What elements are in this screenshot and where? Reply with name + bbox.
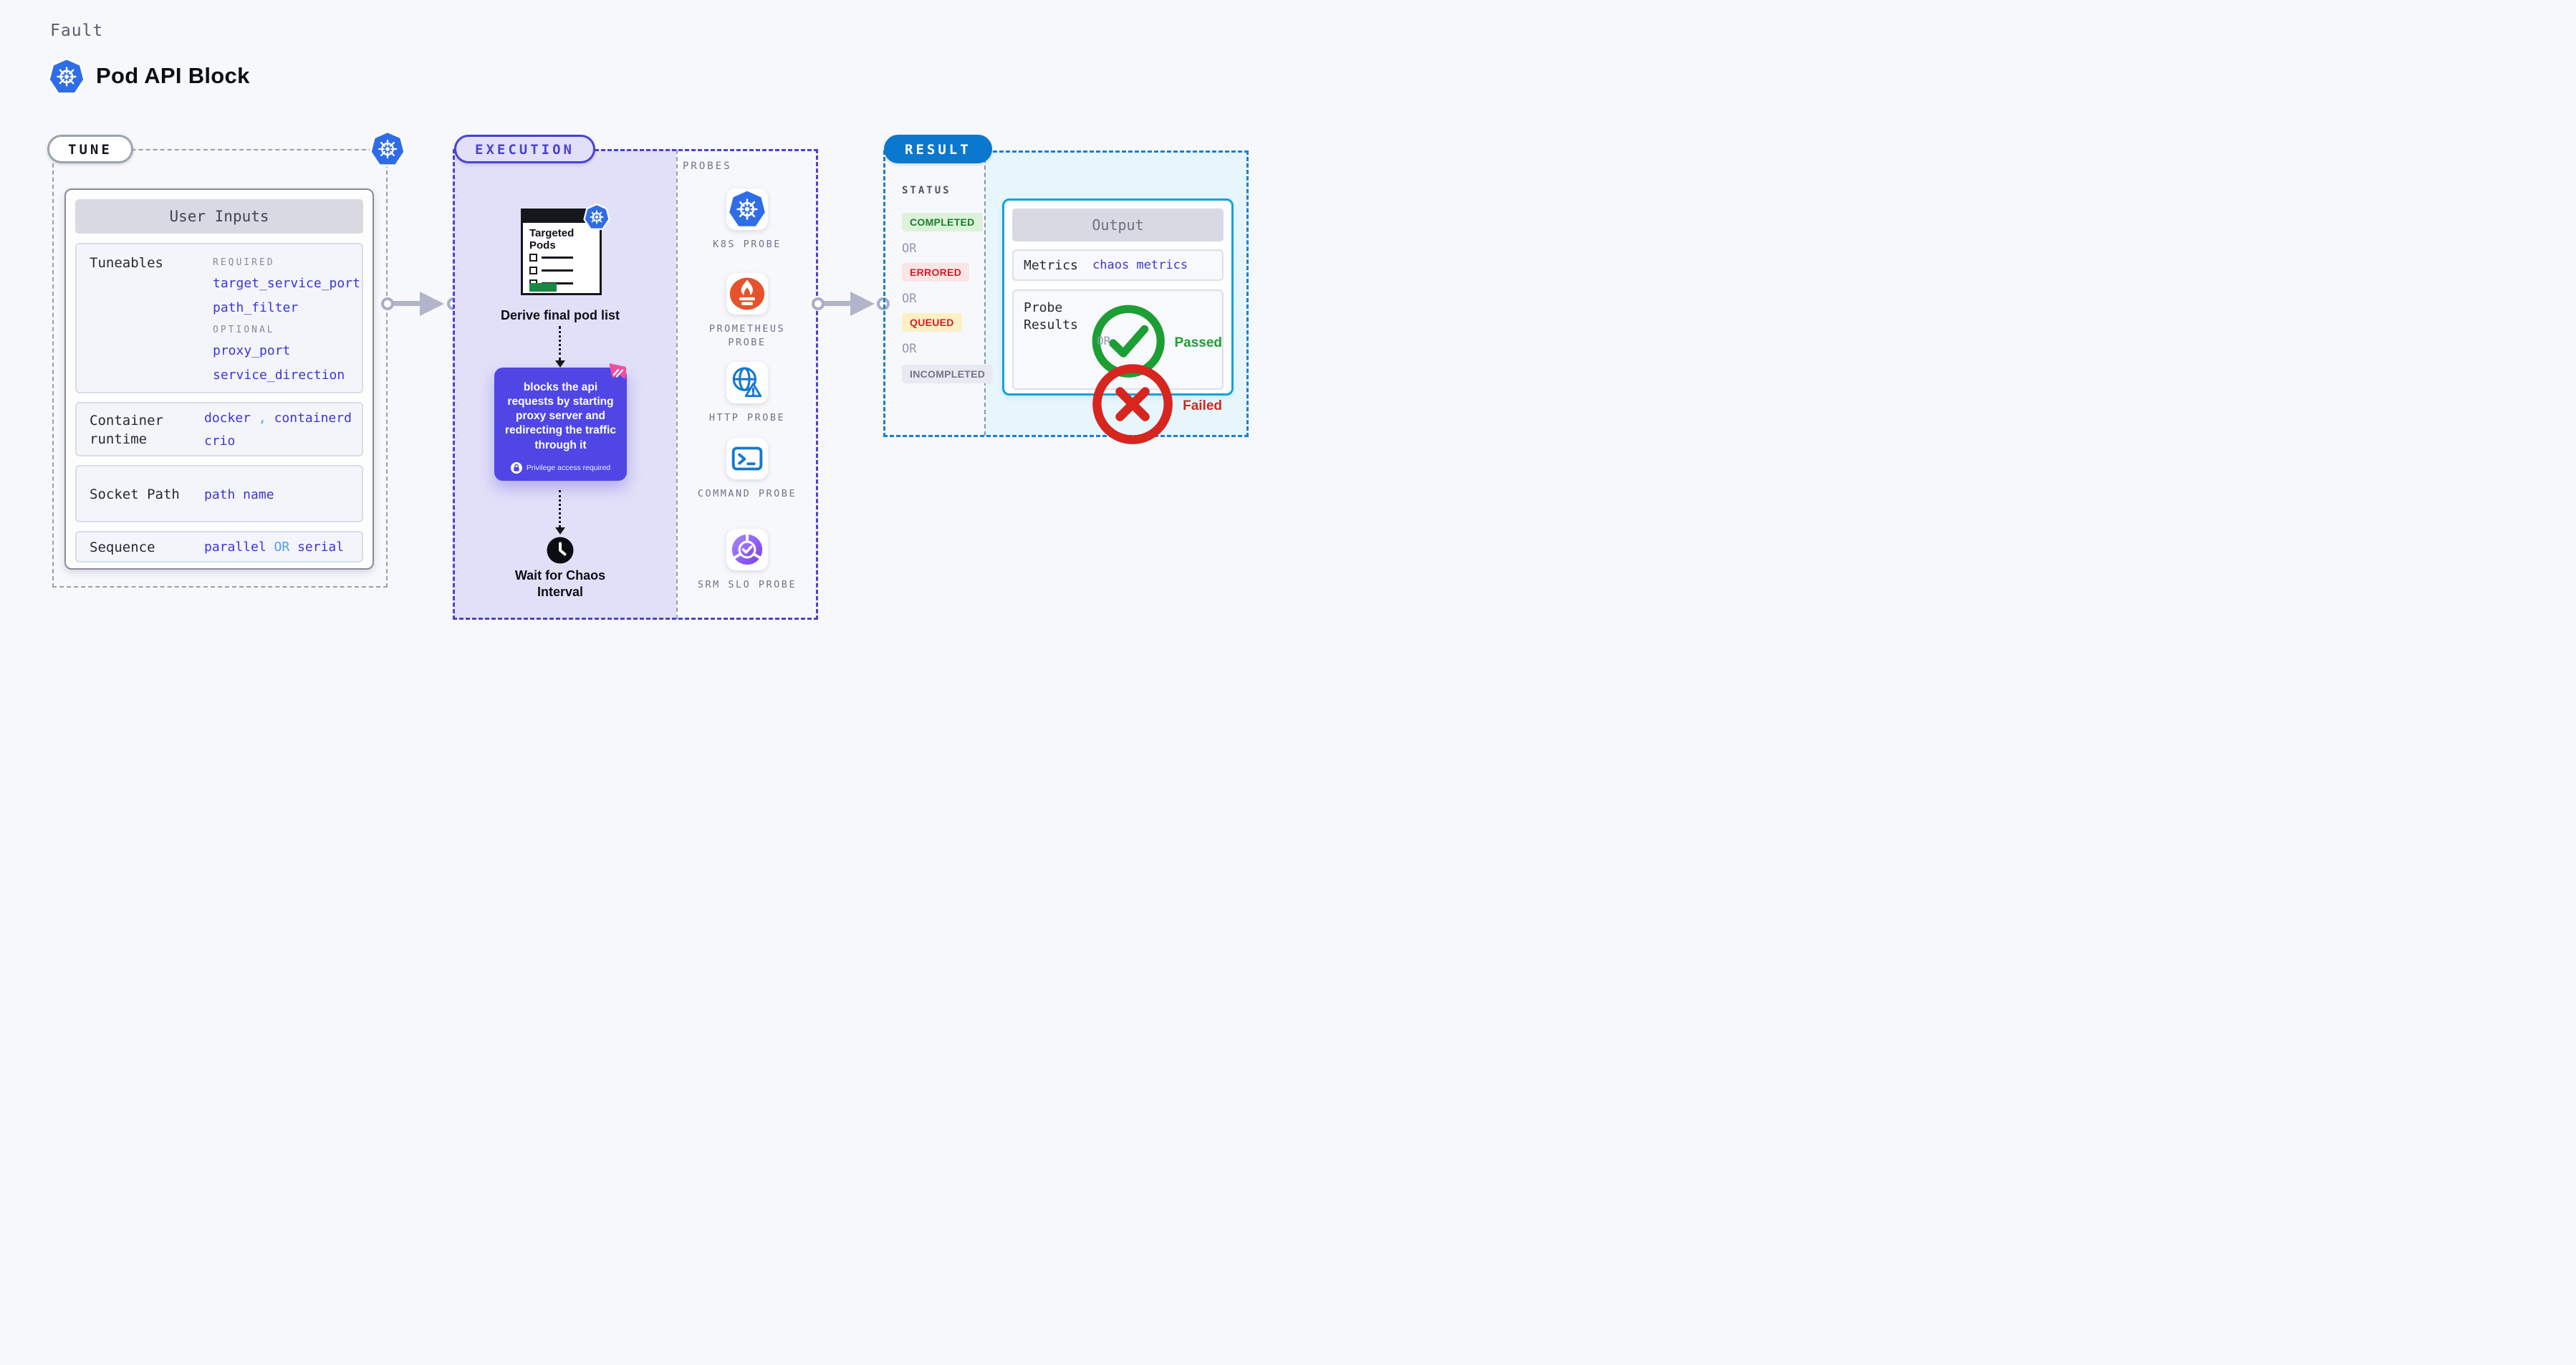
http-probe-icon <box>726 362 768 403</box>
metrics-label: Metrics <box>1024 258 1078 273</box>
or-label: OR <box>1097 334 1111 348</box>
socket-path-row: Socket Path path name <box>75 465 363 522</box>
targeted-pods-title: Targeted Pods <box>529 227 575 252</box>
tune-section-pill: TUNE <box>47 135 133 163</box>
failed-result: Failed <box>1088 360 1222 452</box>
wait-chaos-interval-label: Wait for Chaos Interval <box>514 568 606 599</box>
output-header: Output <box>1012 209 1224 241</box>
status-badge-incompleted: INCOMPLETED <box>902 365 994 383</box>
k8s-probe-icon <box>726 188 768 230</box>
lock-icon <box>510 462 522 474</box>
sequence-row: Sequence parallel OR serial <box>75 531 363 562</box>
kubernetes-logo-icon <box>47 57 86 96</box>
clock-icon <box>546 536 575 565</box>
tuneable-proxy-port: proxy_port <box>213 343 291 358</box>
tune-section-frame <box>52 149 388 588</box>
command-probe-icon <box>726 438 768 479</box>
socket-path-value: path name <box>204 487 274 502</box>
arrow-down-icon <box>555 527 565 535</box>
metrics-row: Metrics chaos metrics <box>1012 249 1224 281</box>
k8s-probe-label: K8S PROBE <box>713 239 782 250</box>
container-runtime-crio: crio <box>204 434 236 449</box>
sequence-value: parallel OR serial <box>204 540 345 555</box>
tuneable-service-direction: service_direction <box>213 368 345 383</box>
result-divider <box>984 151 986 436</box>
privilege-note: Privilege access required <box>494 462 627 474</box>
execution-section-pill: EXECUTION <box>454 135 595 163</box>
tuneable-path-filter: path_filter <box>213 300 299 315</box>
result-section-pill: RESULT <box>884 135 992 163</box>
command-probe-label: COMMAND PROBE <box>697 488 797 499</box>
prometheus-probe-icon <box>726 273 768 315</box>
fault-action-text: blocks the api requests by starting prox… <box>504 381 617 451</box>
probes-column-label: PROBES <box>683 161 732 172</box>
execution-section-frame <box>453 149 818 620</box>
passed-result: Passed <box>1088 301 1222 385</box>
tuneables-row: Tuneables REQUIRED target_service_port p… <box>75 243 363 393</box>
page-title: Pod API Block <box>96 63 250 88</box>
pods-progress-bar <box>529 283 557 292</box>
container-runtime-row: Container runtime docker , containerd cr… <box>75 402 363 456</box>
probes-divider <box>676 150 678 619</box>
probe-results-label: Probe Results <box>1024 300 1078 333</box>
result-section-frame <box>883 150 1249 437</box>
pods-card-titlebar <box>522 210 600 223</box>
or-label: OR <box>902 292 917 306</box>
probe-results-row: Probe Results Passed OR Failed <box>1012 289 1224 444</box>
or-label: OR <box>902 241 917 256</box>
metrics-value: chaos metrics <box>1092 258 1188 272</box>
passed-label: Passed <box>1174 335 1222 350</box>
prometheus-probe-label: PROMETHEUS PROBE <box>708 323 786 348</box>
kubernetes-corner-icon <box>369 130 406 168</box>
failed-label: Failed <box>1183 398 1222 413</box>
http-probe-label: HTTP PROBE <box>708 412 786 423</box>
status-badge-errored: ERRORED <box>902 263 970 282</box>
required-label: REQUIRED <box>213 257 275 268</box>
srm-slo-probe-label: SRM SLO PROBE <box>697 579 797 590</box>
or-label: OR <box>902 342 917 356</box>
cross-circle-icon <box>1088 360 1177 452</box>
tuneable-target-service-port: target_service_port <box>213 276 360 291</box>
arrow-down-icon <box>555 360 565 368</box>
container-runtime-label: Container runtime <box>90 413 163 447</box>
tuneables-label: Tuneables <box>90 255 163 271</box>
status-badge-queued: QUEUED <box>902 313 962 332</box>
sequence-label: Sequence <box>90 540 155 555</box>
socket-path-label: Socket Path <box>90 487 180 502</box>
privilege-label: Privilege access required <box>526 464 611 472</box>
flow-dotted-connector <box>559 490 561 527</box>
derive-pod-list-label: Derive final pod list <box>500 308 620 322</box>
chaos-fault-icon <box>605 360 630 385</box>
flow-dotted-connector <box>559 326 561 360</box>
user-inputs-header: User Inputs <box>75 199 363 234</box>
fault-action-box: blocks the api requests by starting prox… <box>494 368 627 481</box>
optional-label: OPTIONAL <box>213 325 275 335</box>
srm-slo-probe-icon <box>726 529 768 570</box>
fault-kicker: Fault <box>50 21 104 40</box>
user-inputs-card: User Inputs Tuneables REQUIRED target_se… <box>64 188 374 570</box>
container-runtime-values: docker , containerd <box>204 411 352 426</box>
kubernetes-badge-icon <box>583 203 610 231</box>
output-panel: Output Metrics chaos metrics Probe Resul… <box>1002 198 1234 444</box>
status-label: STATUS <box>902 185 951 196</box>
check-circle-icon <box>1088 301 1168 385</box>
status-badge-completed: COMPLETED <box>902 213 983 231</box>
